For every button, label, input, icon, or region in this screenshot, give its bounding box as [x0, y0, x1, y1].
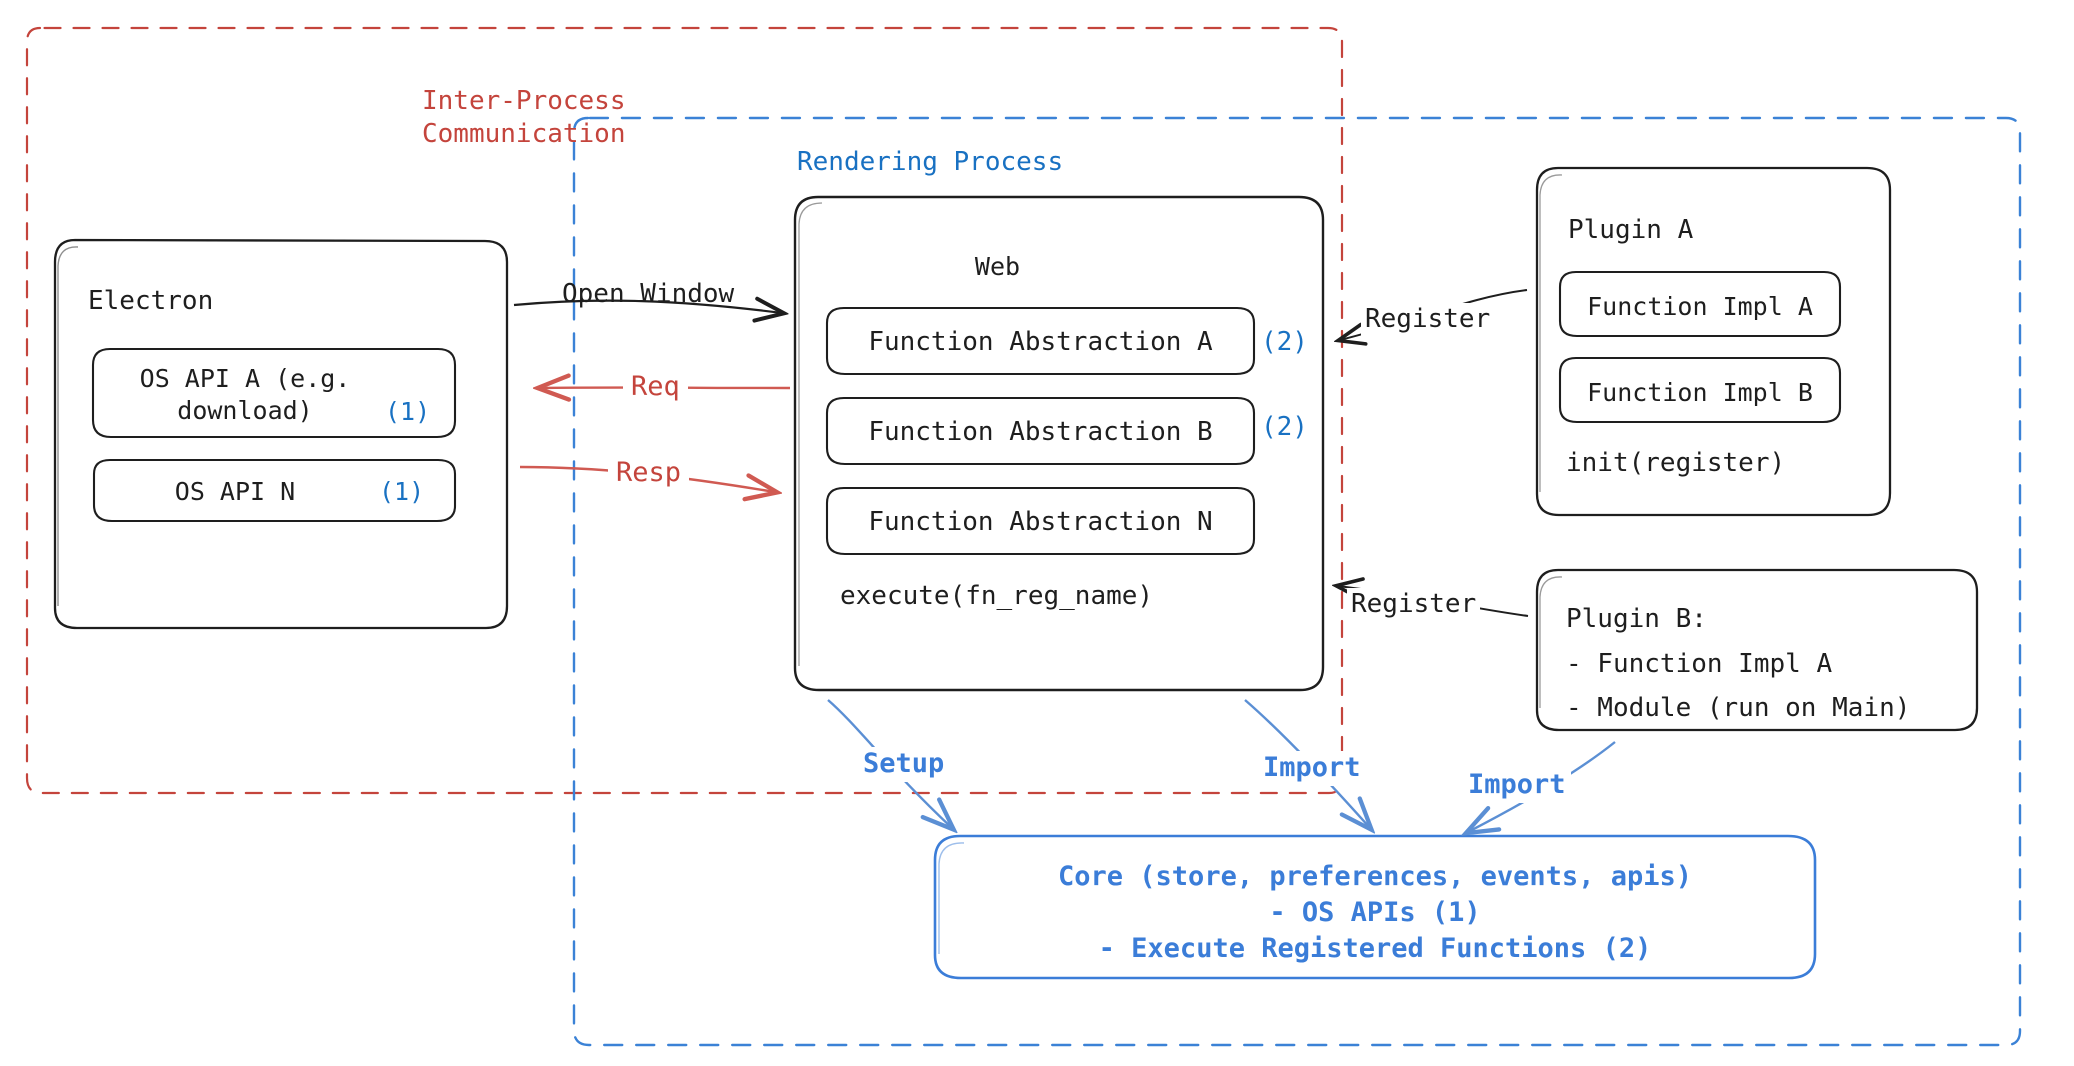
arrow-label-import-plugin-b: Import	[1463, 768, 1571, 803]
function-abstraction-a-marker: (2)	[1261, 327, 1308, 357]
core-line-3: - Execute Registered Functions (2)	[1098, 933, 1652, 964]
arrow-label-resp: Resp	[608, 456, 690, 491]
function-abstraction-n-label: Function Abstraction N	[868, 507, 1213, 537]
plugin-b-box	[1535, 568, 1979, 732]
web-title: Web	[974, 252, 1021, 281]
function-impl-b-label: Function Impl B	[1587, 378, 1813, 407]
function-impl-a-box	[1558, 270, 1842, 338]
function-abstraction-a-box	[825, 306, 1256, 376]
os-api-n-box	[92, 458, 457, 523]
function-abstraction-a-label: Function Abstraction A	[868, 327, 1213, 357]
plugin-b-title: Plugin B:	[1566, 604, 1707, 634]
plugin-a-box	[1535, 166, 1892, 517]
group-ipc-label: Inter-Process Communication	[422, 86, 626, 150]
arrow-label-req: Req	[623, 370, 688, 405]
electron-title: Electron	[88, 286, 214, 316]
function-abstraction-b-marker: (2)	[1261, 412, 1308, 442]
os-api-a-box	[91, 347, 457, 439]
arrow-label-register-plugin-b: Register	[1347, 588, 1481, 622]
function-abstraction-b-label: Function Abstraction B	[868, 417, 1213, 447]
function-abstraction-n-box	[825, 486, 1256, 556]
function-impl-b-box	[1558, 356, 1842, 424]
core-box	[933, 834, 1817, 980]
electron-box	[53, 238, 509, 630]
arrow-label-import-web: Import	[1258, 751, 1366, 786]
plugin-a-title: Plugin A	[1568, 215, 1694, 245]
web-execute-label: execute(fn_reg_name)	[840, 581, 1154, 611]
os-api-n-label: OS API N	[174, 477, 296, 506]
os-api-a-label: OS API A (e.g. download)	[139, 364, 351, 425]
os-api-n-marker: (1)	[379, 477, 425, 506]
os-api-a-marker: (1)	[385, 397, 431, 426]
arrow-label-open-window: Open Window	[562, 279, 735, 309]
arrow-label-register-plugin-a: Register	[1361, 303, 1495, 337]
core-line-2: - OS APIs (1)	[1269, 897, 1481, 928]
arrow-label-setup: Setup	[858, 747, 950, 782]
web-box	[793, 195, 1325, 692]
group-rendering-process-label: Rendering Process	[797, 147, 1064, 177]
group-rendering-process	[572, 116, 2022, 1047]
plugin-b-line-1: - Function Impl A	[1566, 649, 1833, 679]
plugin-b-line-2: - Module (run on Main)	[1566, 693, 1911, 723]
group-ipc	[25, 26, 1344, 795]
function-impl-a-label: Function Impl A	[1587, 292, 1813, 321]
plugin-a-init-label: init(register)	[1566, 448, 1786, 478]
arrow-open-window	[513, 301, 782, 313]
core-line-1: Core (store, preferences, events, apis)	[1058, 861, 1692, 892]
function-abstraction-b-box	[825, 396, 1256, 466]
